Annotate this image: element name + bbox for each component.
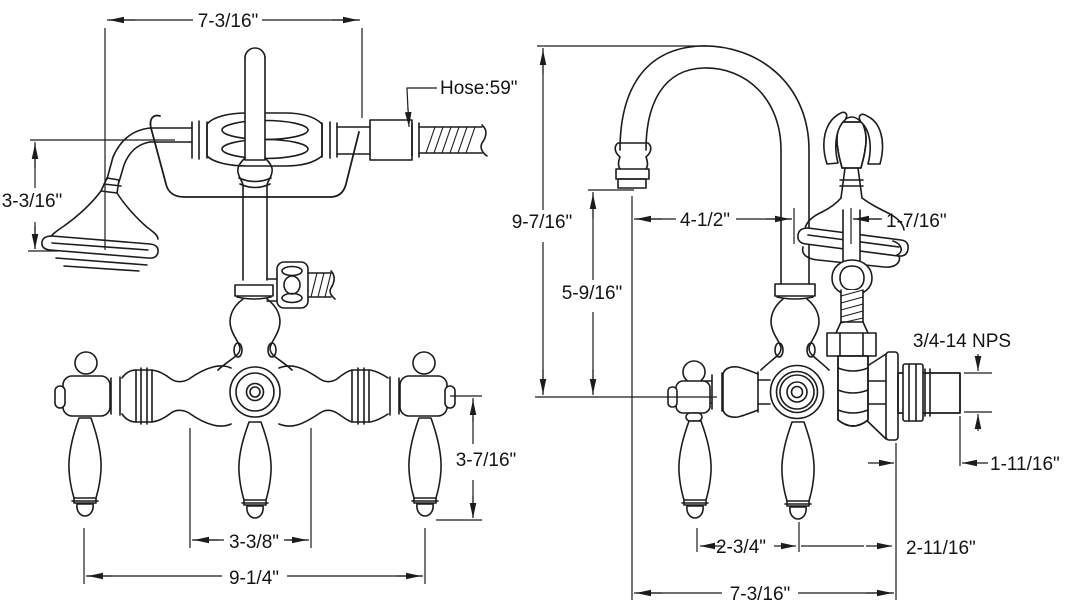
front-riser-pipe (217, 47, 293, 371)
side-wall-connection (857, 351, 961, 441)
side-levers (678, 420, 815, 520)
side-lever-offset-label: 2-3/4" (716, 537, 766, 558)
dim-front-head-drop (28, 139, 175, 252)
front-top-width-label: 7-3/16" (198, 11, 259, 32)
front-hand-shower-head (41, 177, 159, 272)
dim-side-cradle-offset (850, 208, 882, 244)
front-hose-length-label: Hose:59" (440, 78, 518, 99)
side-overall-height-label: 9-7/16" (512, 212, 573, 233)
side-thread-spec-label: 3/4-14 NPS (913, 331, 1011, 352)
side-outlet-height-label: 5-9/16" (562, 283, 623, 304)
side-view (614, 45, 961, 520)
front-head-drop-label: 3-3/16" (2, 191, 63, 212)
side-hand-shower (797, 111, 909, 427)
front-levers (68, 417, 442, 519)
side-faucet-body (667, 360, 825, 422)
dim-front-handle-drop (436, 395, 482, 521)
dim-front-overall-width (83, 528, 426, 584)
side-gooseneck-spout (614, 45, 810, 285)
front-hose-connector (336, 119, 488, 161)
dim-front-hose-leader (404, 87, 437, 128)
side-riser-base (760, 283, 830, 371)
dimension-labels: 7-3/16" Hose:59" 3-3/16" 3-7/16" 3-3/8" … (2, 11, 1060, 605)
front-faucet-body (54, 351, 456, 427)
front-diverter-valve (266, 261, 336, 309)
front-handle-drop-label: 3-7/16" (456, 450, 517, 471)
front-cradle-hook (149, 114, 360, 198)
side-overall-depth-label: 7-3/16" (730, 584, 791, 605)
dim-side-lever-offset (696, 522, 800, 552)
side-spout-reach-label: 4-1/2" (680, 210, 730, 231)
dim-side-outlet-height (588, 189, 634, 395)
front-overall-width-label: 9-1/4" (229, 568, 279, 589)
dimension-annotations (28, 16, 992, 600)
front-view (41, 47, 488, 519)
dim-front-coupler-spacing (189, 428, 312, 548)
dim-side-spout-reach (631, 196, 795, 600)
dim-side-nipple-length (868, 416, 988, 600)
side-wall-offset-label: 2-11/16" (906, 538, 976, 559)
front-spout-body (106, 112, 338, 183)
side-cradle-offset-label: 1-7/16" (886, 211, 947, 232)
dim-side-thread-spec (964, 354, 992, 431)
side-nipple-length-label: 1-11/16" (990, 454, 1060, 475)
dim-side-overall-height (535, 45, 717, 398)
front-coupler-spacing-label: 3-3/8" (229, 532, 279, 553)
dim-front-top-width (104, 16, 363, 250)
